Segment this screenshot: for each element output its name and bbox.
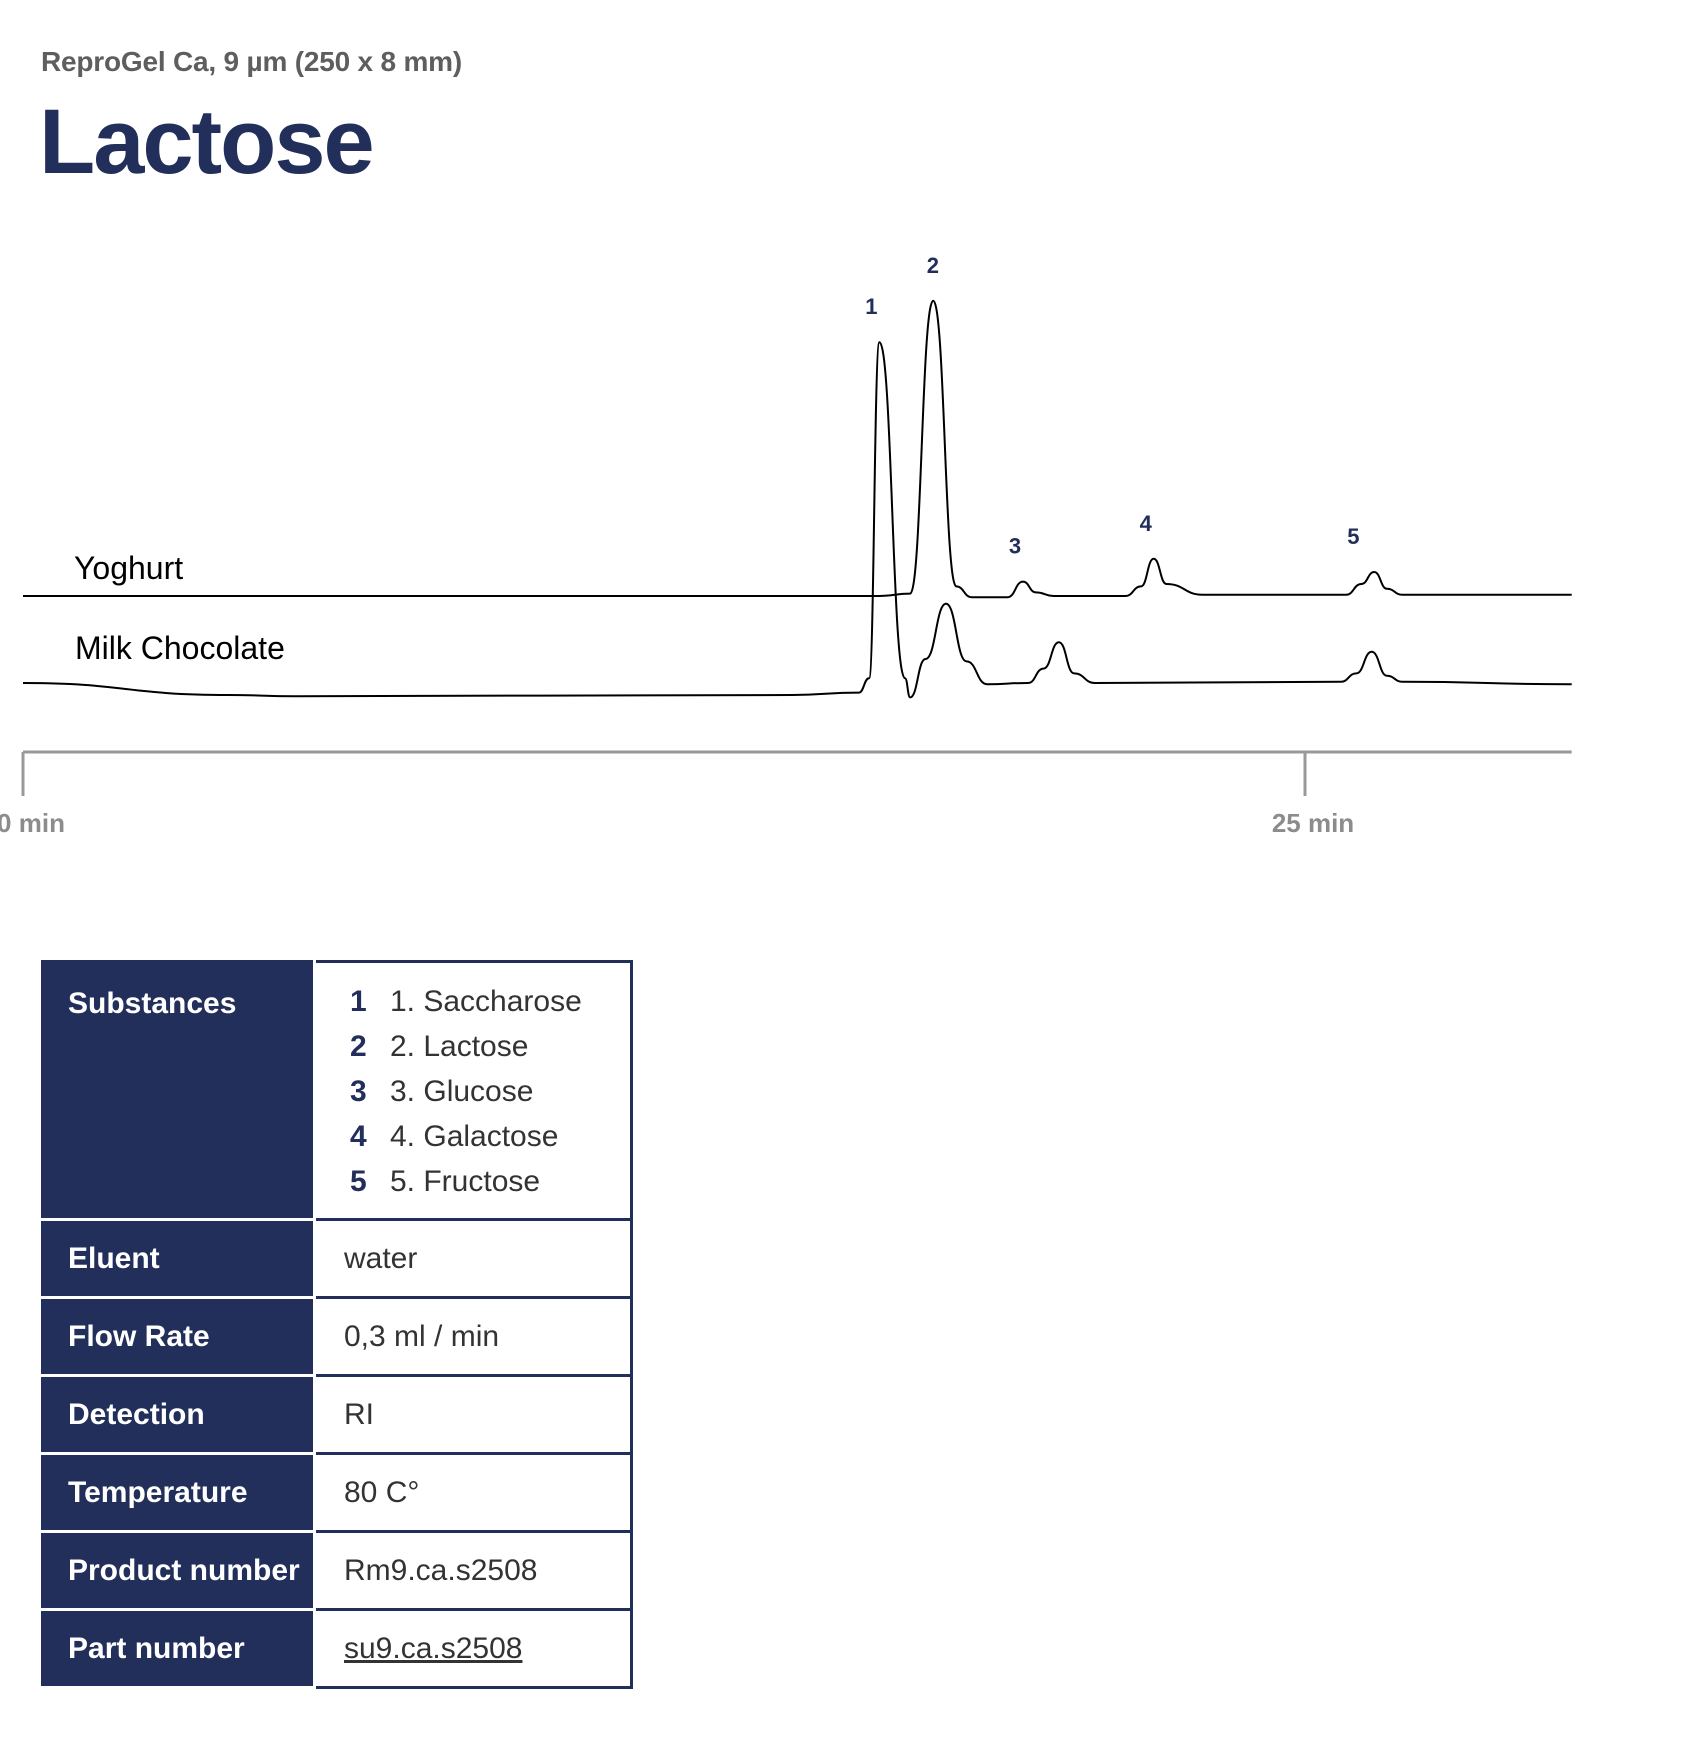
page-title: Lactose <box>39 91 375 193</box>
table-row-part-number: Part number su9.ca.s2508 <box>41 1608 633 1689</box>
series-label-yoghurt: Yoghurt <box>74 550 183 586</box>
column-subtitle: ReproGel Ca, 9 µm (250 x 8 mm) <box>41 46 462 77</box>
substance-number: 2 <box>350 1029 367 1063</box>
substances-list: 1 1. Saccharose 2 2. Lactose 3 3. Glucos… <box>313 960 633 1221</box>
table-row-flow-rate: Flow Rate 0,3 ml / min <box>41 1296 633 1377</box>
peak-label-5: 5 <box>1347 524 1359 549</box>
substance-number: 3 <box>350 1074 367 1108</box>
axis-tick-label: 0 min <box>0 808 65 838</box>
detection-label: Detection <box>41 1374 316 1455</box>
flow-rate-value: 0,3 ml / min <box>313 1296 633 1377</box>
substance-item: 4 4. Galactose <box>350 1114 600 1159</box>
part-number-cell: su9.ca.s2508 <box>313 1608 633 1689</box>
peak-label-1: 1 <box>865 294 877 319</box>
eluent-value: water <box>313 1218 633 1299</box>
part-number-label: Part number <box>41 1608 316 1689</box>
substance-item: 2 2. Lactose <box>350 1024 600 1069</box>
table-row-temperature: Temperature 80 C° <box>41 1452 633 1533</box>
table-row-detection: Detection RI <box>41 1374 633 1455</box>
table-row-substances: Substances 1 1. Saccharose 2 2. Lactose … <box>41 960 633 1221</box>
chromatogram-chart: 1 2 3 4 5 Yoghurt Milk Chocolate 0 min 25 min <box>0 253 1572 838</box>
part-number-link[interactable]: su9.ca.s2508 <box>344 1631 523 1665</box>
peak-label-2: 2 <box>927 253 939 278</box>
peak-label-4: 4 <box>1140 511 1153 536</box>
detection-value: RI <box>313 1374 633 1455</box>
substance-number: 4 <box>350 1119 367 1153</box>
substances-label: Substances <box>41 960 316 1221</box>
flow-rate-label: Flow Rate <box>41 1296 316 1377</box>
product-number-label: Product number <box>41 1530 316 1611</box>
table-row-eluent: Eluent water <box>41 1218 633 1299</box>
substance-number: 5 <box>350 1164 367 1198</box>
series-line-yoghurt <box>23 299 1572 599</box>
substance-name: 5. Fructose <box>390 1164 541 1198</box>
substance-name: 3. Glucose <box>390 1074 534 1108</box>
series-label-milk-chocolate: Milk Chocolate <box>75 630 285 666</box>
table-row-product-number: Product number Rm9.ca.s2508 <box>41 1530 633 1611</box>
product-number-value: Rm9.ca.s2508 <box>313 1530 633 1611</box>
eluent-label: Eluent <box>41 1218 316 1299</box>
substance-name: 4. Galactose <box>390 1119 559 1153</box>
peak-label-3: 3 <box>1009 534 1021 559</box>
substance-item: 5 5. Fructose <box>350 1159 600 1204</box>
substance-item: 3 3. Glucose <box>350 1069 600 1114</box>
substance-item: 1 1. Saccharose <box>350 979 600 1024</box>
substance-number: 1 <box>350 984 367 1018</box>
method-details-table: Substances 1 1. Saccharose 2 2. Lactose … <box>41 960 633 1689</box>
substance-name: 1. Saccharose <box>390 984 582 1018</box>
temperature-label: Temperature <box>41 1452 316 1533</box>
substance-name: 2. Lactose <box>390 1029 529 1063</box>
axis-tick-label: 25 min <box>1272 808 1354 838</box>
series-line-milk-chocolate <box>22 341 1572 699</box>
temperature-value: 80 C° <box>313 1452 633 1533</box>
